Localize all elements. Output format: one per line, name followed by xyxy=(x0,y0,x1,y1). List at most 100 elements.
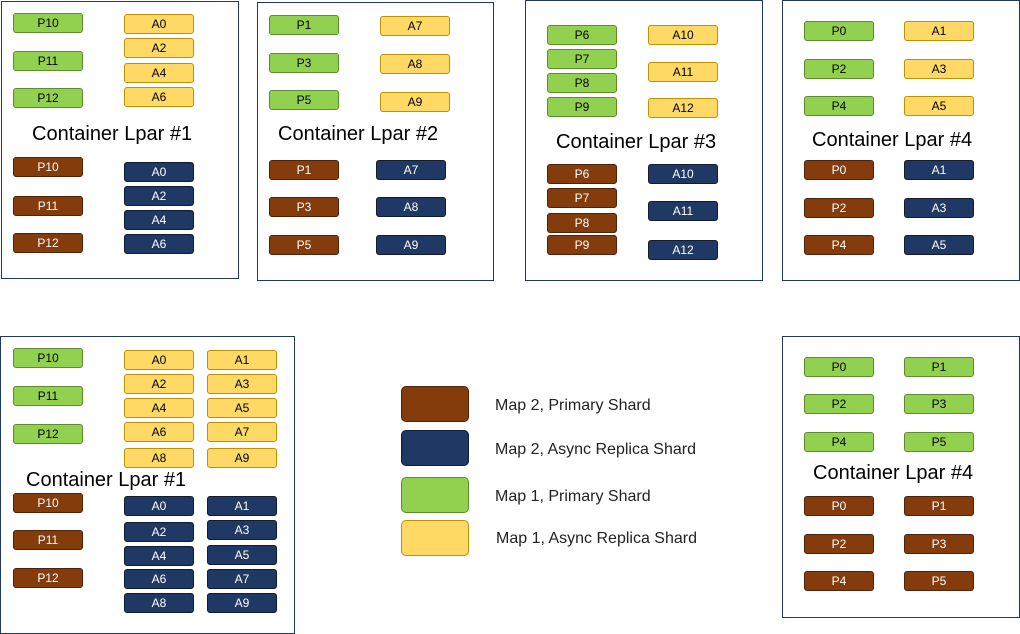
container-title: Container Lpar #3 xyxy=(556,131,717,153)
container-title: Container Lpar #2 xyxy=(278,123,439,145)
map2-replica-shard: A0 xyxy=(124,162,194,182)
legend-swatch xyxy=(401,520,469,556)
map1-replica-shard: A5 xyxy=(904,96,974,116)
map1-replica-shard: A3 xyxy=(207,374,277,394)
map1-primary-shard: P4 xyxy=(804,432,874,452)
legend-label: Map 2, Async Replica Shard xyxy=(495,441,696,458)
map1-replica-shard: A1 xyxy=(904,21,974,41)
container-title: Container Lpar #1 xyxy=(32,123,193,145)
map2-replica-shard: A5 xyxy=(904,235,974,255)
legend-swatch xyxy=(401,386,469,422)
map2-primary-shard: P10 xyxy=(13,493,83,513)
map1-primary-shard: P8 xyxy=(547,73,617,93)
map1-primary-shard: P0 xyxy=(804,21,874,41)
map1-primary-shard: P12 xyxy=(13,88,83,108)
map2-primary-shard: P12 xyxy=(13,233,83,253)
map1-primary-shard: P9 xyxy=(547,97,617,117)
map1-primary-shard: P10 xyxy=(13,348,83,368)
map2-replica-shard: A5 xyxy=(207,545,277,565)
map1-primary-shard: P2 xyxy=(804,394,874,414)
map1-primary-shard: P1 xyxy=(904,357,974,377)
map2-primary-shard: P12 xyxy=(13,568,83,588)
map1-primary-shard: P5 xyxy=(269,90,339,110)
map2-primary-shard: P8 xyxy=(547,213,617,233)
map2-primary-shard: P4 xyxy=(804,571,874,591)
map1-replica-shard: A2 xyxy=(124,374,194,394)
map2-primary-shard: P1 xyxy=(904,496,974,516)
map1-primary-shard: P11 xyxy=(13,386,83,406)
map1-primary-shard: P7 xyxy=(547,49,617,69)
map1-replica-shard: A8 xyxy=(124,448,194,468)
map1-replica-shard: A6 xyxy=(124,422,194,442)
map2-replica-shard: A4 xyxy=(124,210,194,230)
map2-primary-shard: P9 xyxy=(547,235,617,255)
map2-replica-shard: A1 xyxy=(207,496,277,516)
map1-replica-shard: A2 xyxy=(124,38,194,58)
map2-replica-shard: A3 xyxy=(207,520,277,540)
map2-replica-shard: A2 xyxy=(124,522,194,542)
map2-replica-shard: A1 xyxy=(904,160,974,180)
map2-primary-shard: P6 xyxy=(547,164,617,184)
legend-label: Map 2, Primary Shard xyxy=(495,397,651,414)
map2-replica-shard: A7 xyxy=(207,569,277,589)
legend-swatch xyxy=(401,430,469,466)
map1-replica-shard: A8 xyxy=(380,54,450,74)
map1-replica-shard: A5 xyxy=(207,398,277,418)
map2-primary-shard: P3 xyxy=(904,534,974,554)
map2-primary-shard: P0 xyxy=(804,160,874,180)
map2-primary-shard: P1 xyxy=(269,160,339,180)
map2-replica-shard: A4 xyxy=(124,546,194,566)
map1-replica-shard: A7 xyxy=(207,422,277,442)
map1-replica-shard: A12 xyxy=(648,98,718,118)
map1-primary-shard: P1 xyxy=(269,15,339,35)
legend-swatch xyxy=(401,477,469,513)
map1-replica-shard: A7 xyxy=(380,16,450,36)
map2-replica-shard: A6 xyxy=(124,234,194,254)
map2-replica-shard: A9 xyxy=(376,235,446,255)
map1-replica-shard: A9 xyxy=(380,92,450,112)
map2-primary-shard: P2 xyxy=(804,198,874,218)
map2-primary-shard: P0 xyxy=(804,496,874,516)
map2-replica-shard: A2 xyxy=(124,186,194,206)
map1-replica-shard: A1 xyxy=(207,350,277,370)
map1-primary-shard: P10 xyxy=(13,13,83,33)
map1-primary-shard: P12 xyxy=(13,424,83,444)
map2-primary-shard: P4 xyxy=(804,235,874,255)
map2-replica-shard: A12 xyxy=(648,240,718,260)
map1-replica-shard: A0 xyxy=(124,350,194,370)
map2-replica-shard: A7 xyxy=(376,160,446,180)
container-title: Container Lpar #4 xyxy=(813,462,974,484)
map2-replica-shard: A3 xyxy=(904,198,974,218)
map1-replica-shard: A0 xyxy=(124,14,194,34)
map2-replica-shard: A0 xyxy=(124,496,194,516)
map1-replica-shard: A11 xyxy=(648,62,718,82)
map2-replica-shard: A8 xyxy=(124,593,194,613)
container-lpar-box xyxy=(525,0,763,281)
map2-primary-shard: P10 xyxy=(13,157,83,177)
map2-primary-shard: P3 xyxy=(269,197,339,217)
container-lpar-box xyxy=(1,1,239,279)
legend-label: Map 1, Primary Shard xyxy=(495,488,651,505)
map2-primary-shard: P5 xyxy=(269,235,339,255)
map2-primary-shard: P11 xyxy=(13,196,83,216)
map1-replica-shard: A10 xyxy=(648,25,718,45)
map1-primary-shard: P4 xyxy=(804,96,874,116)
map1-primary-shard: P2 xyxy=(804,59,874,79)
map1-primary-shard: P11 xyxy=(13,51,83,71)
container-title: Container Lpar #4 xyxy=(812,129,973,151)
map1-replica-shard: A4 xyxy=(124,63,194,83)
map2-replica-shard: A6 xyxy=(124,569,194,589)
container-lpar-box xyxy=(782,0,1020,281)
map2-primary-shard: P5 xyxy=(904,571,974,591)
map1-primary-shard: P5 xyxy=(904,432,974,452)
map1-primary-shard: P3 xyxy=(269,53,339,73)
legend-label: Map 1, Async Replica Shard xyxy=(496,530,697,547)
map1-replica-shard: A3 xyxy=(904,59,974,79)
map2-primary-shard: P11 xyxy=(13,530,83,550)
container-lpar-box xyxy=(257,2,494,281)
map2-replica-shard: A8 xyxy=(376,197,446,217)
map2-primary-shard: P7 xyxy=(547,188,617,208)
map1-replica-shard: A4 xyxy=(124,398,194,418)
map2-replica-shard: A9 xyxy=(207,593,277,613)
map2-primary-shard: P2 xyxy=(804,534,874,554)
